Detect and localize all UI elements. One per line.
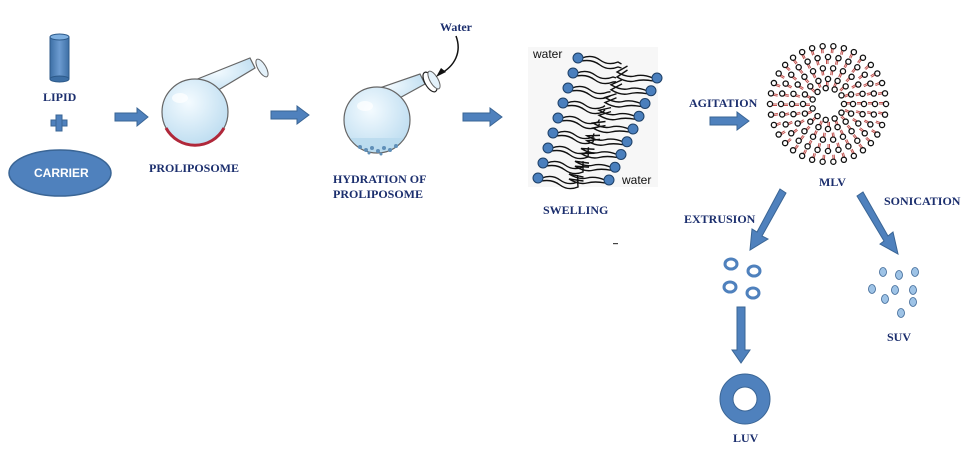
mlv-vesicle [766, 42, 890, 166]
arrow-2 [270, 105, 310, 125]
water-label: Water [440, 20, 473, 34]
plus-icon [50, 114, 68, 132]
sonication-arrow [856, 191, 899, 255]
luv-label: LUV [733, 431, 759, 445]
dash-mark [613, 243, 618, 245]
extrusion-arrow [749, 188, 787, 251]
water-pointer-arrow [439, 35, 459, 75]
hydration-label-line2: PROLIPOSOME [333, 187, 423, 201]
lipid-label: LIPID [43, 90, 77, 104]
proliposome-flask [161, 57, 269, 147]
luv-arrow [731, 306, 751, 364]
swelling-water-top-label: water [532, 47, 562, 61]
arrow-3 [462, 107, 503, 127]
arrow-4 [709, 111, 750, 131]
proliposome-label: PROLIPOSOME [149, 161, 239, 175]
carrier-label: CARRIER [34, 166, 89, 180]
hydration-label-line1: HYDRATION OF [333, 172, 426, 186]
hydration-flask [343, 70, 441, 156]
extrusion-label: EXTRUSION [684, 212, 756, 226]
swelling-bilayer [528, 47, 663, 190]
luv-vesicle [719, 373, 771, 425]
suv-vesicles [868, 267, 919, 318]
swelling-water-bottom-label: water [621, 173, 651, 187]
suv-label: SUV [887, 330, 911, 344]
extruded-vesicles [722, 257, 762, 300]
mlv-label: MLV [819, 175, 846, 189]
swelling-label: SWELLING [543, 203, 608, 217]
lipid-cylinder [49, 33, 70, 83]
arrow-1 [114, 106, 149, 128]
sonication-label: SONICATION [884, 194, 961, 208]
carrier-ellipse [8, 149, 112, 197]
agitation-label: AGITATION [689, 96, 758, 110]
